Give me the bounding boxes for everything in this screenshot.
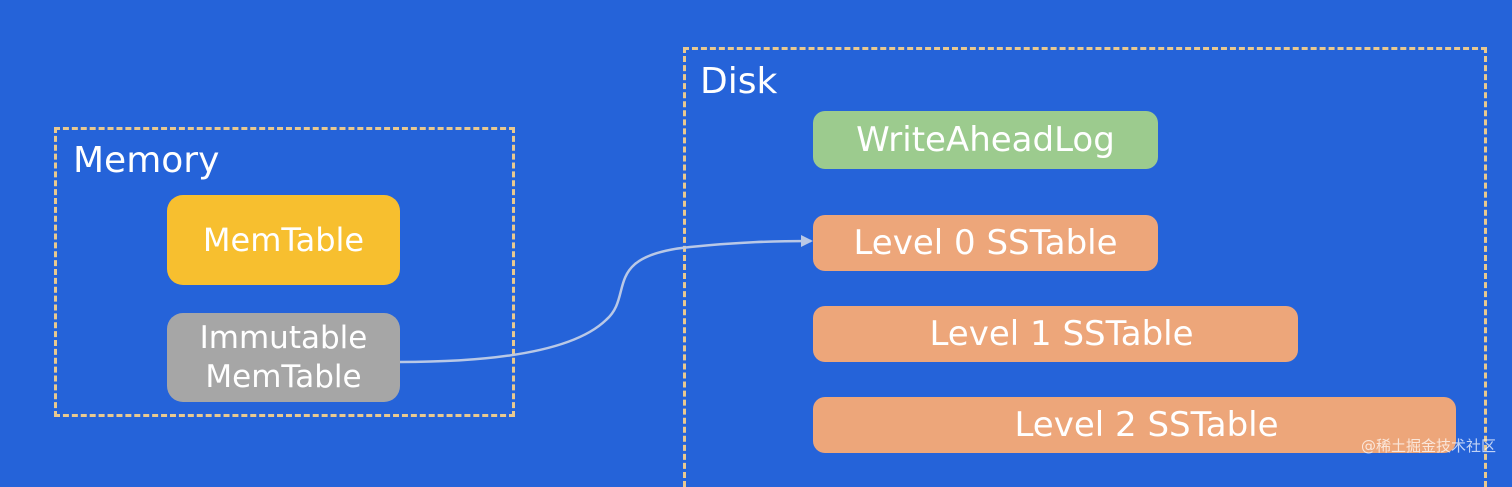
level-1-sstable-label: Level 1 SSTable xyxy=(929,313,1194,354)
level-2-sstable-label: Level 2 SSTable xyxy=(1014,404,1279,445)
level-1-sstable-box: Level 1 SSTable xyxy=(813,306,1298,362)
write-ahead-log-label: WriteAheadLog xyxy=(856,119,1115,160)
immutable-memtable-label-line-1: Immutable xyxy=(199,319,368,356)
memtable-label: MemTable xyxy=(202,221,365,259)
memtable-box: MemTable xyxy=(167,195,400,285)
level-0-sstable-box: Level 0 SSTable xyxy=(813,215,1158,271)
level-2-sstable-box: Level 2 SSTable xyxy=(813,397,1456,453)
level-0-sstable-label: Level 0 SSTable xyxy=(853,222,1118,263)
disk-title: Disk xyxy=(700,61,778,102)
immutable-memtable-box: Immutable MemTable xyxy=(167,313,400,402)
watermark-text: @稀土掘金技术社区 xyxy=(1360,437,1496,455)
immutable-memtable-label-line-2: MemTable xyxy=(205,358,362,395)
memory-title: Memory xyxy=(73,140,220,181)
immutable-memtable-label: Immutable MemTable xyxy=(200,319,368,397)
write-ahead-log-box: WriteAheadLog xyxy=(813,111,1158,169)
